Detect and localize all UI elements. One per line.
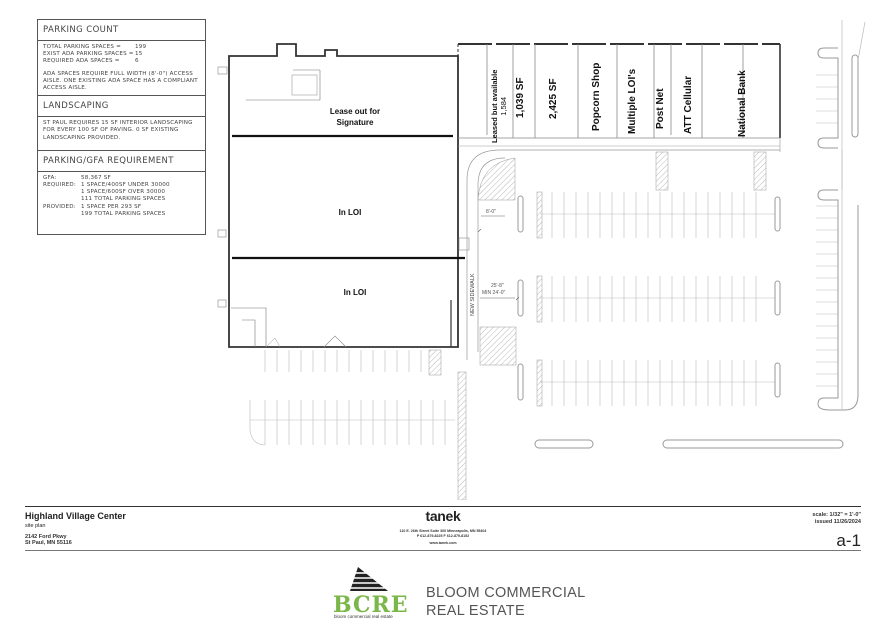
strip-unit-post-net: Post Net <box>655 88 666 129</box>
title-block-top-rule <box>25 506 861 507</box>
strip-unit-2425: 2,425 SF <box>548 78 559 119</box>
landscaping-note: ST PAUL REQUIRES 15 SF INTERIOR LANDSCAP… <box>43 120 193 141</box>
unit-label-loi-1: In LOI <box>338 208 362 217</box>
parking-count-row: REQUIRED ADA SPACES =6 <box>43 58 139 65</box>
bcre-company-name: BLOOM COMMERCIAL REAL ESTATE <box>426 585 586 619</box>
unit-label-loi-2: In LOI <box>343 288 367 297</box>
parking-count-body: TOTAL PARKING SPACES =199 EXIST ADA PARK… <box>38 41 205 95</box>
parking-count-heading: PARKING COUNT <box>38 20 205 41</box>
parking-count-row: EXIST ADA PARKING SPACES =15 <box>43 51 143 58</box>
scale-issued: scale: 1/32" = 1'-0" issued 11/26/2024 <box>812 512 861 525</box>
firm-phone: P 612-879-8225 F 612-879-8152 <box>416 534 470 538</box>
unit-label-signature: Lease out for Signature <box>329 107 381 127</box>
strip-unit-national-bank: National Bank <box>737 70 748 137</box>
bcre-pyramid-icon <box>350 567 388 591</box>
project-title: Highland Village Center <box>25 511 126 521</box>
sheet-number: a-1 <box>836 531 861 550</box>
parking-gfa-heading: PARKING/GFA REQUIREMENT <box>38 149 205 172</box>
sheet-type: site plan <box>25 523 46 529</box>
strip-unit-popcorn-shop: Popcorn Shop <box>591 62 602 131</box>
dimension-drive: 25'-8" <box>491 283 504 289</box>
project-address: 2142 Ford Pkwy St Paul, MN 55116 <box>25 534 72 546</box>
ada-note: ADA SPACES REQUIRE FULL WIDTH (8'-0") AC… <box>43 70 198 92</box>
site-plan-drawing <box>217 20 866 500</box>
dimension-drive-min: MIN 24'-0" <box>482 290 506 296</box>
bcre-logo-letters: BCRE <box>333 592 409 618</box>
parking-count-row: TOTAL PARKING SPACES =199 <box>43 44 147 50</box>
legend-panel: PARKING COUNT TOTAL PARKING SPACES =199 … <box>37 19 206 235</box>
parking-gfa-body: GFA:58,367 SF REQUIRED:1 SPACE/400SF UND… <box>43 174 170 217</box>
bcre-logo-tagline: bloom commercial real estate <box>334 614 393 619</box>
parking-rows <box>249 74 838 446</box>
firm-website: www.tanek.com <box>429 541 457 545</box>
main-building <box>228 43 465 348</box>
firm-address: 110 E. 26th Street Suite 300 Minneapolis… <box>399 529 487 533</box>
strip-unit-leased: Leased but available 1,584 <box>490 69 508 143</box>
dimension-aisle: 8'-0" <box>486 209 496 215</box>
strip-unit-multiple-lois: Multiple LOI's <box>627 68 638 134</box>
strip-unit-att-cellular: ATT Cellular <box>683 75 694 134</box>
sidewalk-label: NEW SIDEWALK <box>470 273 476 316</box>
landscaping-heading: LANDSCAPING <box>38 95 205 118</box>
firm-logo: tanek <box>425 508 461 524</box>
strip-building <box>457 43 781 152</box>
title-block-bottom-rule <box>25 550 861 551</box>
strip-unit-1039: 1,039 SF <box>515 77 526 118</box>
